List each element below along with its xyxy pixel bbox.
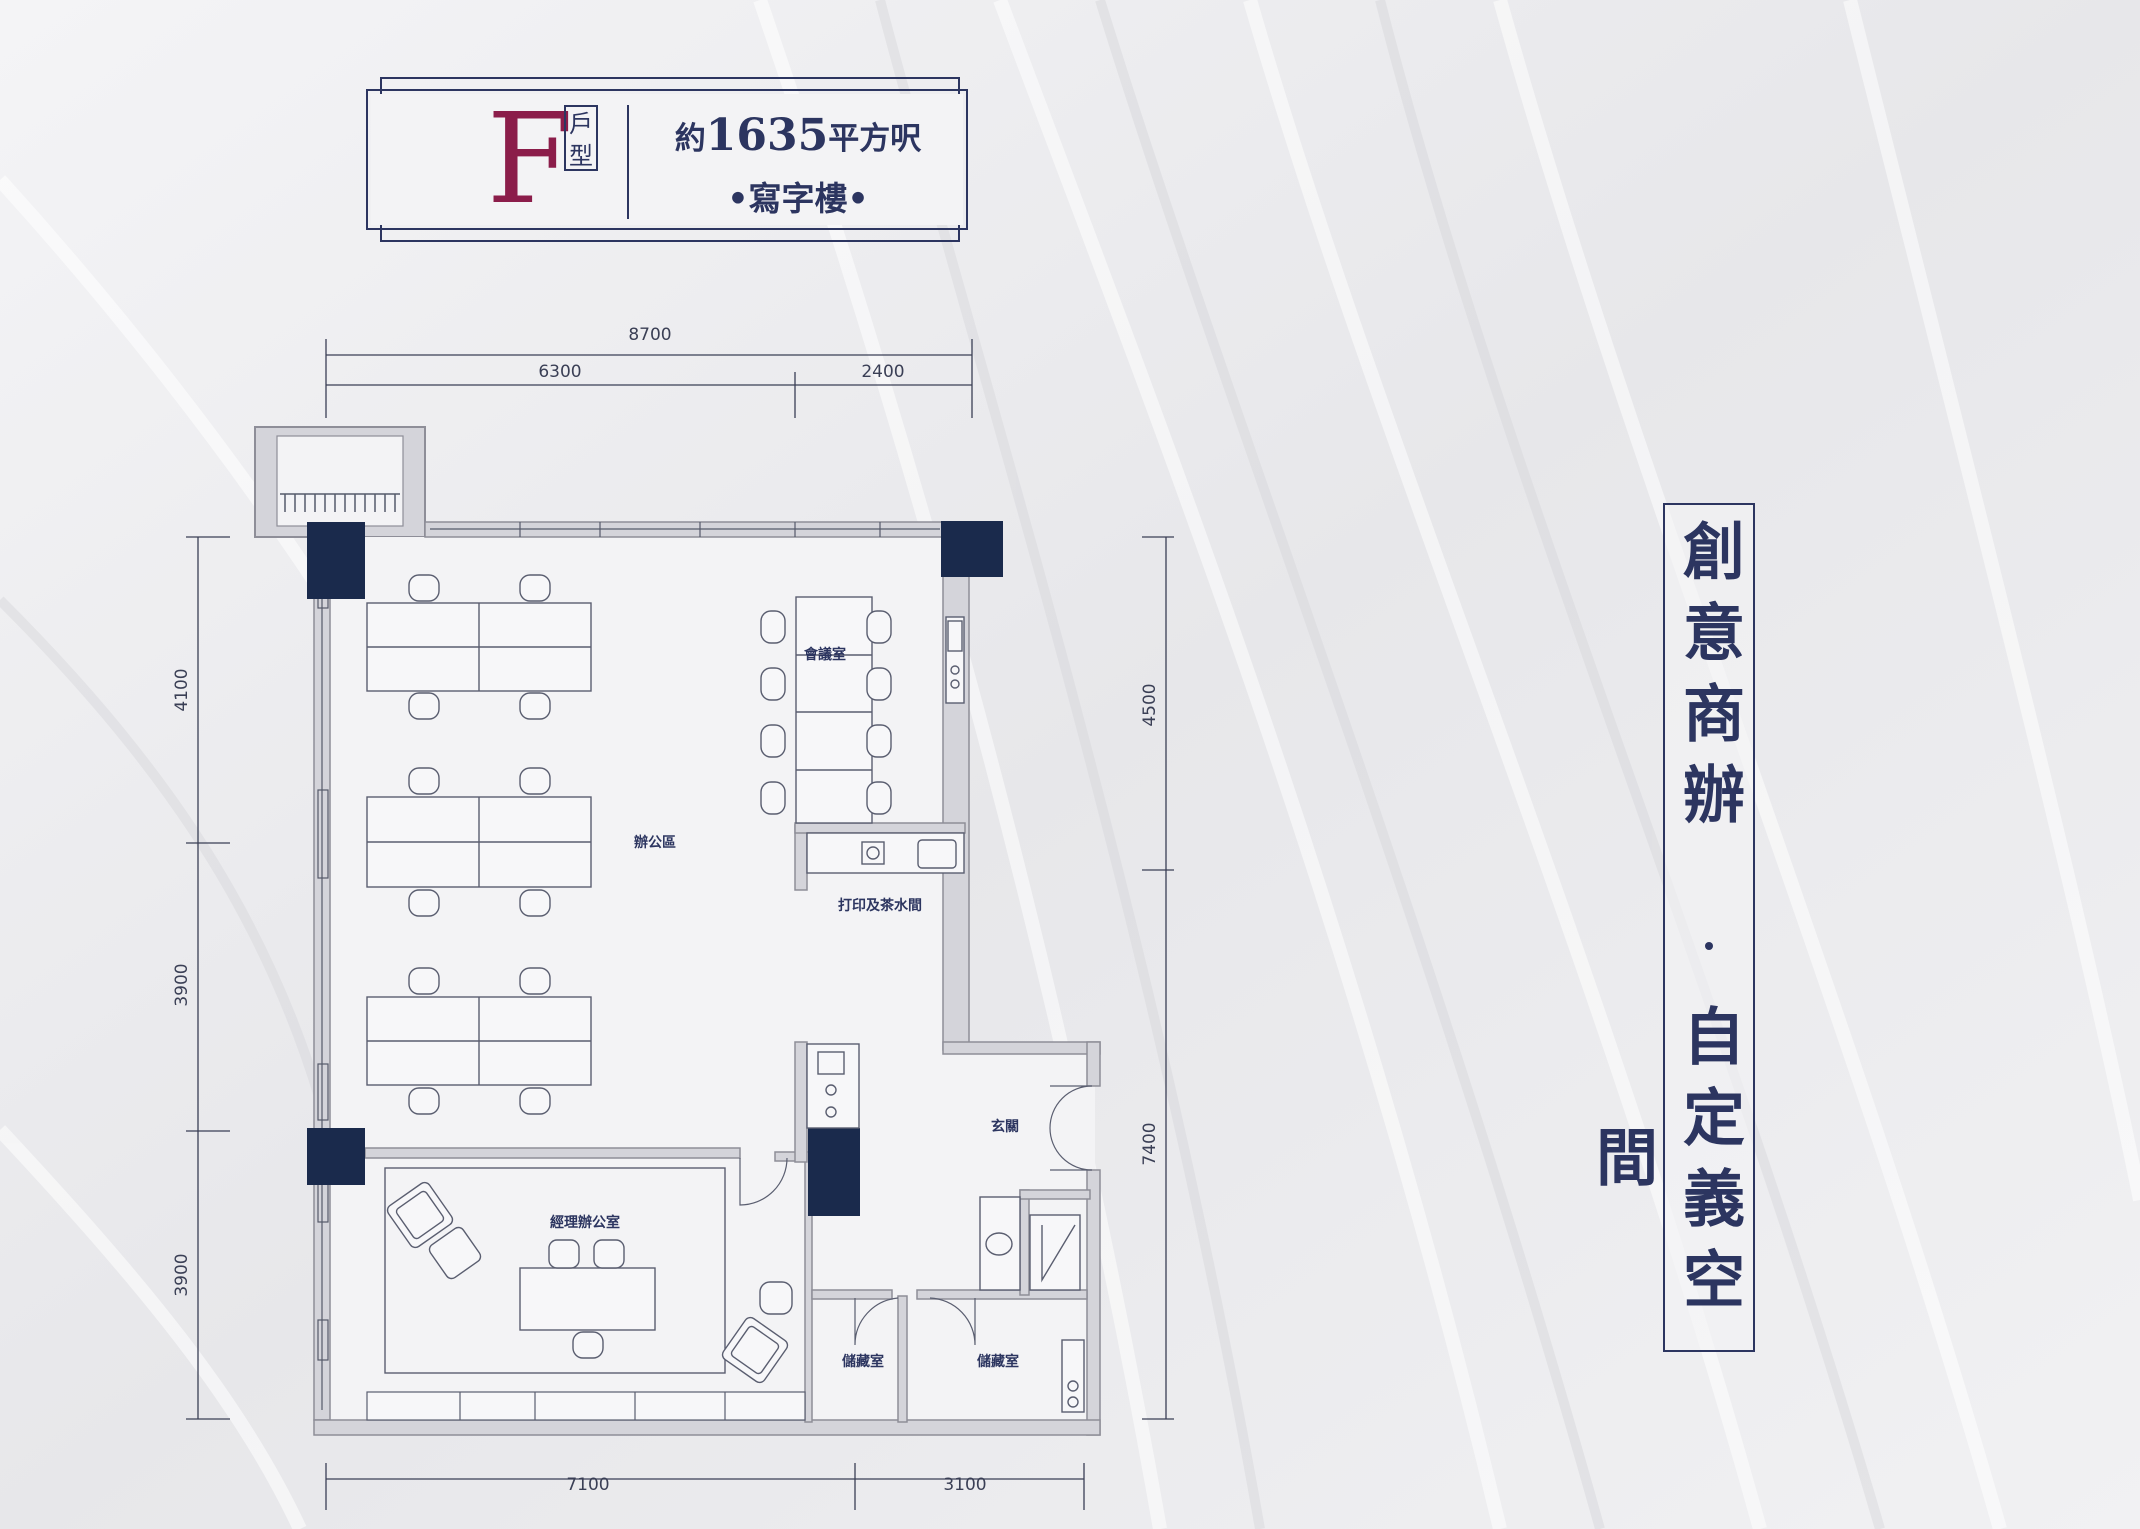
dim-left-1: 4100 — [172, 668, 192, 712]
kitchen-unit — [806, 1043, 860, 1129]
dim-top-right: 2400 — [861, 362, 905, 382]
room-label-pantry: 打印及茶水間 — [838, 898, 922, 914]
dim-left-3: 3900 — [172, 1253, 192, 1297]
unit-type-letter: F — [486, 87, 574, 232]
area-number: 1635 — [705, 110, 829, 161]
dim-left-2: 3900 — [172, 963, 192, 1007]
window-frames — [317, 522, 940, 1410]
floor-area — [314, 537, 1095, 1432]
slogan-line-2: 自定義空間 — [1585, 1003, 1745, 1328]
title-frame-inner — [366, 89, 968, 230]
dim-bottom-right: 3100 — [943, 1475, 987, 1495]
area-unit: 平方呎 — [828, 121, 922, 157]
slogan-line-1: 創意商辦 — [1672, 519, 1745, 843]
unit-area: 約1635平方呎 — [648, 110, 948, 161]
area-prefix: 約 — [674, 121, 706, 157]
dim-bottom-left: 7100 — [566, 1475, 610, 1495]
room-label-manager: 經理辦公室 — [550, 1215, 620, 1231]
room-label-storage-1: 儲藏室 — [842, 1354, 884, 1370]
room-label-storage-2: 儲藏室 — [977, 1354, 1019, 1370]
slogan-box: 創意商辦 自定義空間 — [1585, 503, 1755, 1352]
unit-type-title-block: F 戶型 約1635平方呎 •寫字樓• — [366, 77, 968, 242]
unit-type-label: 戶型 — [564, 105, 598, 171]
slogan-separator-dot — [1705, 942, 1713, 950]
room-label-office-area: 辦公區 — [634, 835, 676, 851]
dim-right-2: 7400 — [1140, 1122, 1160, 1166]
balcony — [254, 426, 426, 538]
room-label-meeting: 會議室 — [804, 647, 846, 663]
dimension-lines — [186, 339, 1174, 1510]
room-label-foyer: 玄關 — [991, 1119, 1019, 1135]
pantry-counter — [806, 616, 965, 874]
bottom-cabinets — [366, 1391, 806, 1421]
unit-usage: •寫字樓• — [727, 179, 869, 218]
desk-clusters — [366, 602, 592, 1086]
dim-top-total: 8700 — [628, 325, 672, 345]
manager-office-furniture — [384, 1167, 793, 1384]
dim-top-left: 6300 — [538, 362, 582, 382]
structural-columns — [307, 521, 1003, 1216]
dim-right-1: 4500 — [1140, 683, 1160, 727]
office-chairs — [408, 574, 551, 1115]
meeting-table — [760, 596, 892, 824]
title-divider — [627, 105, 629, 219]
doors — [739, 1085, 1093, 1346]
restroom-fixtures — [979, 1196, 1085, 1413]
